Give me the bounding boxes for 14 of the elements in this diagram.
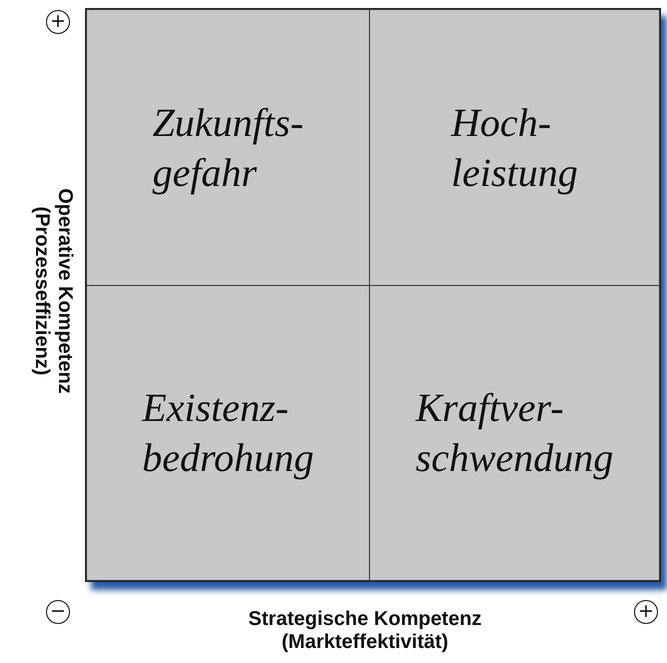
- quadrant-label: Zukunfts- gefahr: [152, 98, 304, 196]
- quadrant-label: Existenz- bedrohung: [142, 384, 314, 482]
- quadrant-label: Hoch- leistung: [451, 98, 578, 196]
- matrix-background: [85, 8, 661, 582]
- quadrant-cell: [369, 9, 660, 286]
- quadrant-label: Kraftver- schwendung: [416, 384, 614, 482]
- axis-title: Strategische Kompetenz (Markteffektivität): [247, 608, 483, 654]
- quadrant-cell: [86, 285, 370, 581]
- sign-symbol: −: [46, 600, 70, 624]
- sign-symbol: +: [46, 10, 70, 34]
- quadrant-cell: [86, 9, 370, 286]
- quadrant-cell: [369, 285, 660, 581]
- sign-symbol: +: [634, 600, 658, 624]
- axis-title: Operative Kompetenz (Prozesseffizienz): [30, 187, 76, 396]
